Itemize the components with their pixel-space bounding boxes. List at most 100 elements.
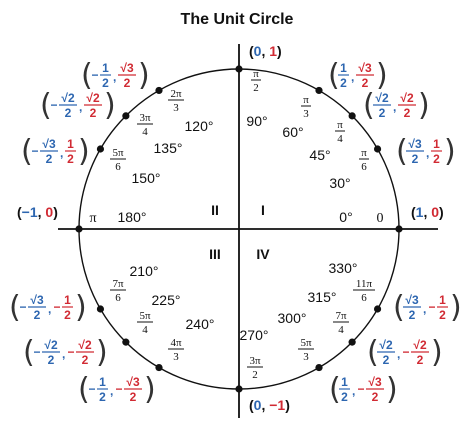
paren-left: ( (329, 372, 341, 407)
axis-coordinate-text: (−1, 0) (17, 204, 58, 220)
x-denominator: 2 (99, 390, 106, 404)
axis-punct: ( (249, 43, 254, 59)
x-denominator: 2 (383, 353, 390, 367)
paren-right: ) (450, 290, 462, 325)
coordinate-pair: (−√32,−12) (9, 290, 87, 325)
radian-label: 0 (377, 211, 384, 226)
point-dot (155, 363, 163, 372)
paren-right: ) (104, 88, 116, 123)
coordinate-pair: (−√22,−√22) (23, 335, 108, 370)
coordinate-pair: (12,−√32) (329, 372, 398, 407)
paren-left: ( (81, 58, 93, 93)
point-dot (235, 385, 243, 393)
y-numerator: 1 (64, 293, 71, 307)
degree-label: 240° (186, 316, 215, 332)
radian-denominator: 3 (303, 351, 309, 363)
y-sign: − (428, 300, 435, 314)
y-sign: − (357, 382, 364, 396)
quadrant-label: IV (256, 246, 270, 262)
y-denominator: 2 (404, 106, 411, 120)
axis-punct: ) (285, 397, 290, 413)
paren-right: ) (418, 88, 430, 123)
paren-right: ) (78, 134, 90, 169)
coordinate-pair: (−√32,12) (21, 134, 90, 169)
comma: , (397, 347, 400, 361)
degree-label: 300° (278, 310, 307, 326)
y-numerator: 1 (67, 137, 74, 151)
axis-punct: ) (53, 204, 58, 220)
axis-coordinate-bottom: (0, −1) (249, 397, 290, 413)
comma: , (60, 146, 63, 160)
y-denominator: 2 (130, 390, 137, 404)
comma: , (393, 100, 396, 114)
paren-left: ( (23, 335, 35, 370)
x-numerator: 1 (340, 61, 347, 75)
radian-numerator: 3π (139, 112, 151, 124)
axis-coordinate-text: (1, 0) (411, 204, 444, 220)
x-denominator: 2 (102, 76, 109, 90)
radian-denominator: 3 (173, 351, 179, 363)
comma: , (351, 70, 354, 84)
paren-left: ( (9, 290, 21, 325)
point-dot (96, 305, 105, 313)
radian-numerator: 7π (112, 278, 124, 290)
x-denominator: 2 (340, 76, 347, 90)
x-sign: − (88, 382, 95, 396)
axis-coordinate-top: (0, 1) (249, 43, 282, 59)
x-denominator: 2 (412, 152, 419, 166)
paren-left: ( (78, 372, 90, 407)
point-dot (348, 338, 356, 346)
x-sign: − (50, 98, 57, 112)
degree-label: 330° (329, 260, 358, 276)
radian-denominator: 2 (253, 82, 259, 94)
radian-denominator: 4 (337, 133, 343, 145)
degree-label: 180° (118, 209, 147, 225)
axis-coordinate-text: (0, −1) (249, 397, 290, 413)
y-denominator: 2 (439, 308, 446, 322)
x-numerator: √2 (379, 338, 393, 352)
angle-45: 45°π4 (309, 119, 345, 163)
degree-label: 90° (246, 113, 267, 129)
y-denominator: 2 (67, 152, 74, 166)
radian-numerator: π (253, 68, 259, 80)
degree-label: 270° (240, 327, 269, 343)
radian-label: π (89, 211, 96, 226)
y-denominator: 2 (362, 76, 369, 90)
point-dot (122, 338, 130, 346)
radian-denominator: 3 (303, 108, 309, 120)
axis-value: 0 (431, 204, 439, 220)
y-numerator: √2 (86, 91, 100, 105)
axis-punct: ) (439, 204, 444, 220)
comma: , (62, 347, 65, 361)
x-sign: − (91, 68, 98, 82)
y-sign: − (67, 345, 74, 359)
point-dot (75, 225, 83, 233)
radian-denominator: 6 (115, 161, 121, 173)
x-numerator: √3 (408, 137, 422, 151)
paren-left: ( (363, 88, 375, 123)
angle-135: 135°3π4 (137, 112, 182, 156)
y-numerator: √3 (120, 61, 134, 75)
angle-300: 300°5π3 (278, 310, 314, 363)
quadrant-label: I (261, 202, 265, 218)
y-denominator: 2 (433, 152, 440, 166)
axis-punct: ) (277, 43, 282, 59)
y-numerator: √3 (358, 61, 372, 75)
degree-label: 135° (154, 140, 183, 156)
angle-0: 0°0 (339, 209, 383, 226)
angle-60: 60°π3 (282, 94, 311, 140)
paren-right: ) (144, 372, 156, 407)
x-sign: − (31, 144, 38, 158)
diagram-title: The Unit Circle (181, 11, 294, 28)
x-numerator: √2 (375, 91, 389, 105)
radian-numerator: 11π (356, 278, 373, 290)
x-numerator: √2 (44, 338, 58, 352)
radian-numerator: 4π (170, 337, 182, 349)
comma: , (423, 302, 426, 316)
radian-denominator: 2 (252, 369, 258, 381)
axis-punct: ( (411, 204, 416, 220)
x-numerator: 1 (341, 375, 348, 389)
axis-value: 0 (45, 204, 53, 220)
angle-90: 90° π 2 (246, 68, 267, 129)
